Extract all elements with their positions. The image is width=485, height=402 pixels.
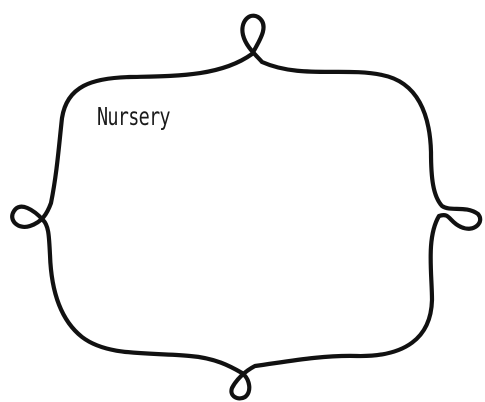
frame-outline (12, 16, 480, 399)
frame-label: Nursery (97, 100, 170, 134)
